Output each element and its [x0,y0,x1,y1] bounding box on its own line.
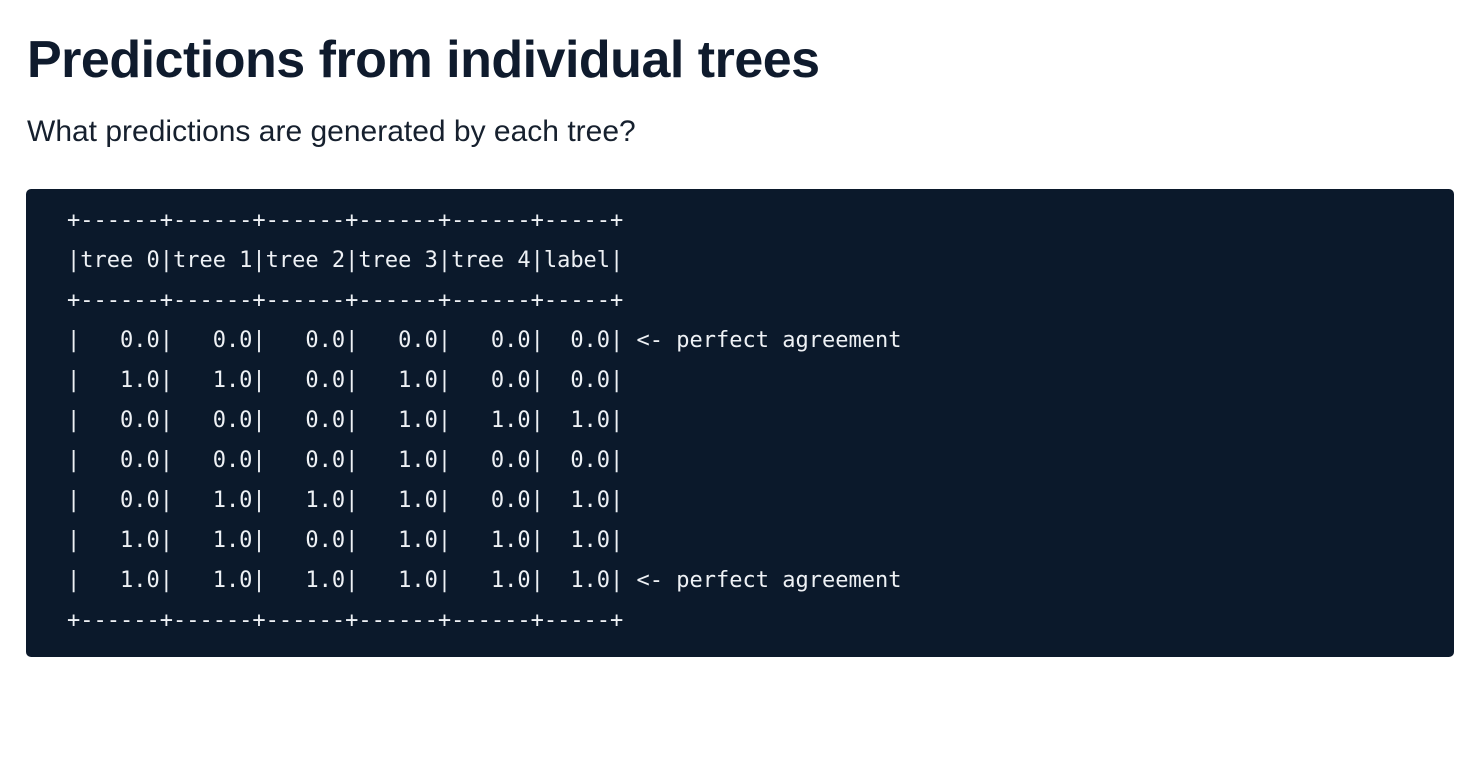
code-output-block: +------+------+------+------+------+----… [26,189,1454,657]
table-row: | 1.0| 1.0| 1.0| 1.0| 1.0| 1.0| <- perfe… [67,568,902,593]
page-subtitle: What predictions are generated by each t… [27,115,636,148]
table-row: | 0.0| 0.0| 0.0| 1.0| 0.0| 0.0| [67,448,624,473]
table-row: | 0.0| 0.0| 0.0| 0.0| 0.0| 0.0| <- perfe… [67,328,902,353]
page-title: Predictions from individual trees [27,31,820,89]
table-row: | 0.0| 1.0| 1.0| 1.0| 0.0| 1.0| [67,488,624,513]
table-header-border: +------+------+------+------+------+----… [67,288,624,313]
table-border-bottom: +------+------+------+------+------+----… [67,608,624,633]
table-row: | 1.0| 1.0| 0.0| 1.0| 1.0| 1.0| [67,528,624,553]
table-row: | 1.0| 1.0| 0.0| 1.0| 0.0| 0.0| [67,368,624,393]
table-header-row: |tree 0|tree 1|tree 2|tree 3|tree 4|labe… [67,248,624,273]
table-border-top: +------+------+------+------+------+----… [67,208,624,233]
table-row: | 0.0| 0.0| 0.0| 1.0| 1.0| 1.0| [67,408,624,433]
